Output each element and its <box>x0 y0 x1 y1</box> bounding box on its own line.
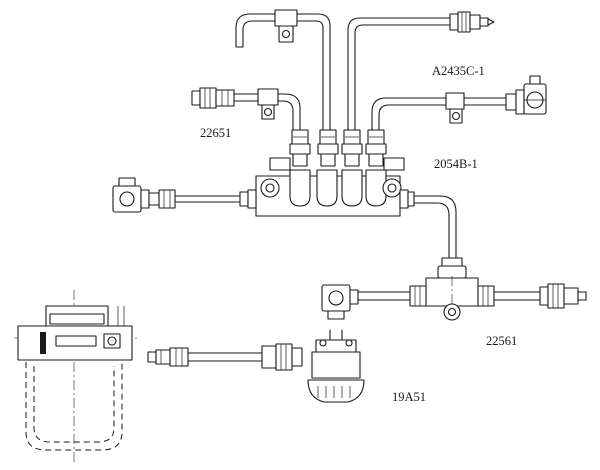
fitting-top-right <box>449 11 495 33</box>
manifold-left-inlet <box>112 177 257 213</box>
manifold-right-outlet <box>399 189 467 279</box>
tee-block-22561 <box>321 276 587 321</box>
label-a2435c-1: A2435C-1 <box>432 64 485 78</box>
pipe-right-a2435c <box>371 75 547 131</box>
manifold-side-nuts <box>269 157 405 171</box>
pipe-left-22651 <box>191 87 301 131</box>
pipe-right-top <box>347 17 451 131</box>
label-2054b-1: 2054B-1 <box>434 157 478 171</box>
label-19a51: 19A51 <box>392 390 427 404</box>
pipe-clamp-top <box>274 9 298 43</box>
fitting-1 <box>289 129 311 167</box>
label-22561: 22561 <box>486 334 518 348</box>
distributor-fittings <box>289 129 387 167</box>
distributor-manifold <box>255 169 402 217</box>
lower-feed-tube <box>147 343 303 371</box>
fitting-2 <box>317 129 339 167</box>
label-22651: 22651 <box>200 126 232 140</box>
pump-19a51 <box>307 329 365 403</box>
fitting-4 <box>365 129 387 167</box>
lubricator-reservoir <box>14 290 140 462</box>
fitting-3 <box>341 129 363 167</box>
